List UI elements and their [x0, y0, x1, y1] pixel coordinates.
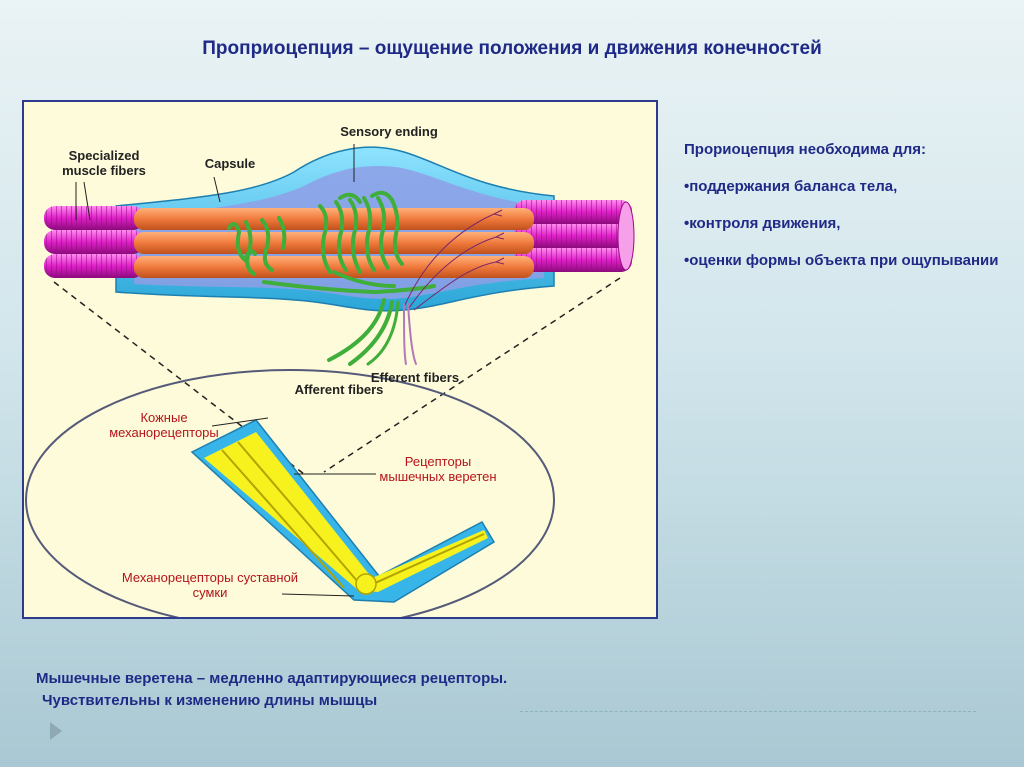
nerve-fibers-exiting — [327, 298, 417, 366]
intrafusal-fibers — [134, 208, 534, 278]
arm-inset — [25, 369, 555, 617]
side-panel-heading: Прориоцепция необходима для: — [684, 141, 926, 158]
slide-title: Проприоцепция – ощущение положения и дви… — [202, 38, 822, 59]
zoom-guide-lines — [53, 277, 621, 475]
muscle-spindle-illustration — [25, 144, 635, 617]
label-capsule: Capsule — [204, 156, 256, 171]
next-slide-arrow-icon[interactable] — [50, 722, 62, 740]
side-panel-item: •контроля движения, — [684, 215, 841, 232]
muscle-spindle-figure: Specialized muscle fibers Capsule Sensor… — [22, 100, 658, 619]
footer-note: Мышечные веретена – медленно адаптирующи… — [36, 668, 736, 712]
side-panel: Прориоцепция необходима для: •поддержани… — [684, 140, 1004, 270]
footer-divider — [520, 711, 976, 712]
muscle-fibers-right — [514, 200, 635, 272]
side-panel-item: •поддержания баланса тела, — [684, 178, 898, 195]
label-joint-capsule-mechanoreceptors: Механорецепторы суставной сумки — [121, 570, 299, 600]
side-panel-item: •оценки формы объекта при ощупывании — [684, 252, 999, 269]
label-efferent-fibers: Efferent fibers — [370, 370, 460, 385]
label-skin-mechanoreceptors: Кожные механорецепторы — [109, 410, 219, 440]
sensory-ending-coils — [227, 190, 436, 295]
footer-line-1: Мышечные веретена – медленно адаптирующи… — [36, 670, 508, 687]
muscle-fibers-left — [44, 206, 144, 278]
label-muscle-spindle-receptors: Рецепторы мышечных веретен — [379, 454, 497, 484]
label-leader-lines — [75, 144, 355, 221]
efferent-fine-fibers — [403, 209, 505, 311]
label-sensory-ending: Sensory ending — [340, 124, 438, 139]
label-afferent-fibers: Afferent fibers — [294, 382, 384, 397]
footer-line-2: Чувствительны к изменению длины мышцы — [42, 692, 378, 709]
label-specialized-muscle-fibers: Specialized muscle fibers — [62, 148, 146, 178]
